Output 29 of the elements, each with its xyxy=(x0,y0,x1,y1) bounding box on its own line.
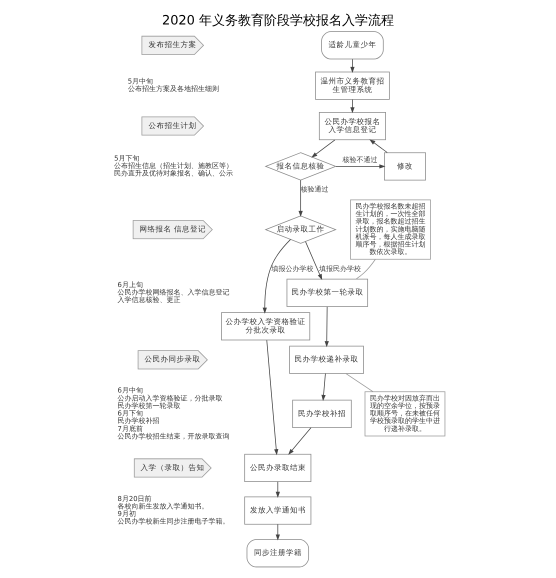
arrow xyxy=(311,140,336,158)
arrow xyxy=(321,373,326,402)
diagram-title: 2020 年义务教育阶段学校报名入学流程 xyxy=(162,13,394,28)
arrow xyxy=(298,180,303,217)
node-box: 民办学校递补录取 xyxy=(289,346,364,374)
connector xyxy=(356,259,376,280)
node-box: 公民办学校报名入学信息登记 xyxy=(318,112,386,140)
node-diamond: 启动录取工作 xyxy=(264,216,337,244)
arrow xyxy=(276,481,280,498)
node-box: 修改 xyxy=(384,152,426,180)
arrow xyxy=(336,164,386,169)
connector xyxy=(346,373,374,392)
node-box: 公办学校入学资格验证分批次录取 xyxy=(221,312,310,340)
arrow xyxy=(350,99,355,114)
arrow xyxy=(350,58,355,73)
node-box: 民办学校补招 xyxy=(292,400,352,428)
node-box: 发放入学通知书 xyxy=(244,496,312,525)
arrow xyxy=(276,524,280,541)
arrow xyxy=(369,139,388,153)
node-box: 同步注册学籍 xyxy=(246,539,310,568)
node-box: 公民办录取结束 xyxy=(244,454,312,482)
node-box: 适龄儿童少年 xyxy=(321,31,384,60)
arrow xyxy=(266,340,278,456)
arrow xyxy=(288,427,312,455)
arrow xyxy=(305,241,322,280)
node-box: 民办学校第一轮录取 xyxy=(286,278,368,307)
arrow xyxy=(324,306,329,348)
node-box: 温州市义务教育招生管理系统 xyxy=(315,72,390,100)
arrow xyxy=(262,239,291,314)
